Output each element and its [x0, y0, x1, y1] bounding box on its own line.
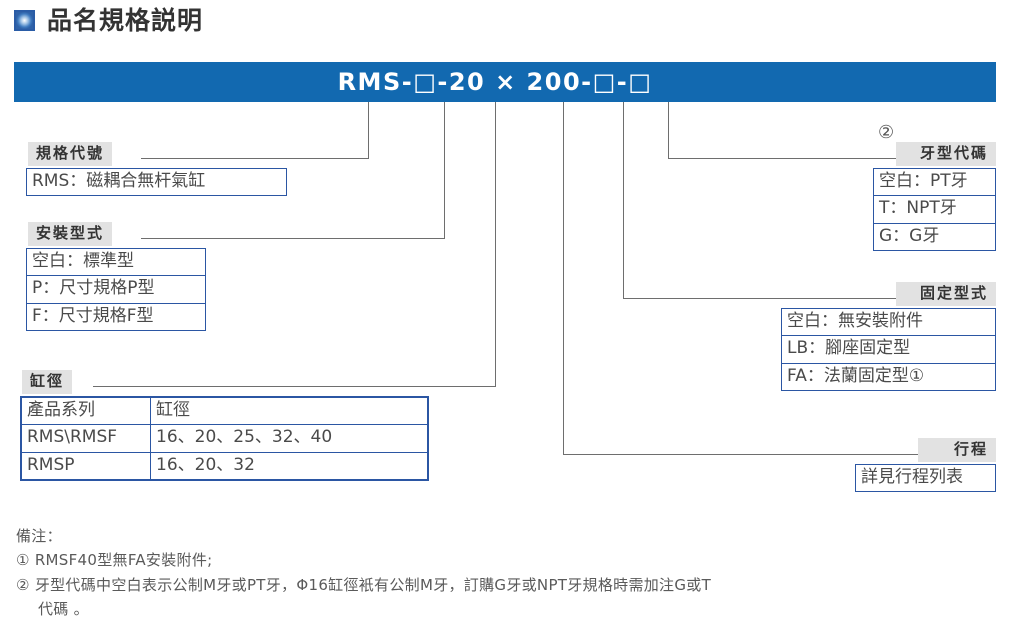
bore-table: 產品系列 缸徑 RMS\RMSF 16、20、25、32、40 RMSP 16、…	[20, 396, 429, 482]
leader-line-stroke-horizontal	[563, 454, 918, 455]
page-header: 品名規格説明	[14, 8, 203, 33]
section-label-mounting-type: 安裝型式	[28, 222, 113, 247]
bore-cell-values: 16、20、25、32、40	[150, 424, 428, 453]
notes-heading: 備注：	[16, 527, 62, 545]
section-label-thread-code: 牙型代碼	[896, 142, 996, 167]
page-title: 品名規格説明	[47, 6, 204, 35]
mounting-type-box: 空白：標準型 P：尺寸規格P型 F：尺寸規格F型	[26, 248, 206, 332]
thread-code-item: T：NPT牙	[874, 196, 995, 224]
leader-line-spec-code-horizontal	[141, 158, 369, 159]
section-label-fixing-type: 固定型式	[896, 282, 996, 307]
note-item-2: ② 牙型代碼中空白表示公制M牙或PT牙，Φ16缸徑衹有公制M牙，訂購G牙或NPT…	[16, 575, 712, 594]
table-row: 產品系列 缸徑	[21, 396, 428, 426]
section-label-stroke: 行程	[918, 438, 996, 463]
bore-cell-values: 16、20、32	[150, 451, 428, 481]
section-label-bore: 缸徑	[22, 370, 73, 395]
leader-line-mounting-vertical	[444, 102, 445, 239]
leader-line-stroke-vertical	[563, 102, 564, 455]
leader-line-thread-vertical	[668, 102, 669, 159]
fixing-type-item: FA：法蘭固定型①	[787, 365, 925, 386]
stroke-item: 詳見行程列表	[861, 467, 963, 487]
footnote-marker-thread: ②	[878, 122, 895, 143]
fixing-type-box: 空白：無安裝附件 LB：腳座固定型 FA：法蘭固定型①	[781, 308, 996, 392]
leader-line-bore-horizontal	[93, 386, 496, 387]
thread-code-item: 空白：PT牙	[874, 169, 995, 197]
table-row: RMS\RMSF 16、20、25、32、40	[21, 424, 428, 453]
fixing-type-item: LB：腳座固定型	[782, 336, 995, 364]
leader-line-fixing-vertical	[623, 102, 624, 299]
leader-line-spec-code-vertical	[368, 102, 369, 159]
spec-code-item: RMS：磁耦合無杆氣缸	[32, 171, 206, 191]
bore-col-header-series: 產品系列	[21, 396, 151, 426]
leader-line-mounting-horizontal	[141, 238, 445, 239]
note-item-1: ① RMSF40型無FA安裝附件;	[16, 551, 213, 570]
leader-line-thread-horizontal	[668, 158, 896, 159]
bore-cell-series: RMSP	[21, 451, 151, 481]
leader-line-bore-vertical	[495, 102, 496, 387]
section-label-spec-code: 規格代號	[28, 142, 113, 167]
note-item-2-continued: 代碼 。	[38, 599, 89, 618]
model-code-banner: RMS-□-20 × 200-□-□	[14, 62, 996, 102]
mounting-type-item: 空白：標準型	[27, 249, 205, 277]
table-row: RMSP 16、20、32	[21, 451, 428, 481]
spec-code-box: RMS：磁耦合無杆氣缸	[26, 168, 287, 197]
mounting-type-item: P：尺寸規格P型	[27, 276, 205, 304]
mounting-type-item: F：尺寸規格F型	[32, 305, 154, 326]
fixing-type-item: 空白：無安裝附件	[782, 309, 995, 337]
leader-line-fixing-horizontal	[623, 298, 908, 299]
thread-code-item: G：G牙	[879, 225, 940, 246]
blue-square-bullet-icon	[14, 10, 35, 31]
model-code-text: RMS-□-20 × 200-□-□	[337, 68, 653, 96]
bore-cell-series: RMS\RMSF	[21, 424, 151, 453]
bore-col-header-bore: 缸徑	[150, 396, 428, 426]
stroke-box: 詳見行程列表	[855, 464, 996, 493]
notes-block: 備注： ① RMSF40型無FA安裝附件; ② 牙型代碼中空白表示公制M牙或PT…	[16, 524, 711, 621]
thread-code-box: 空白：PT牙 T：NPT牙 G：G牙	[873, 168, 996, 252]
